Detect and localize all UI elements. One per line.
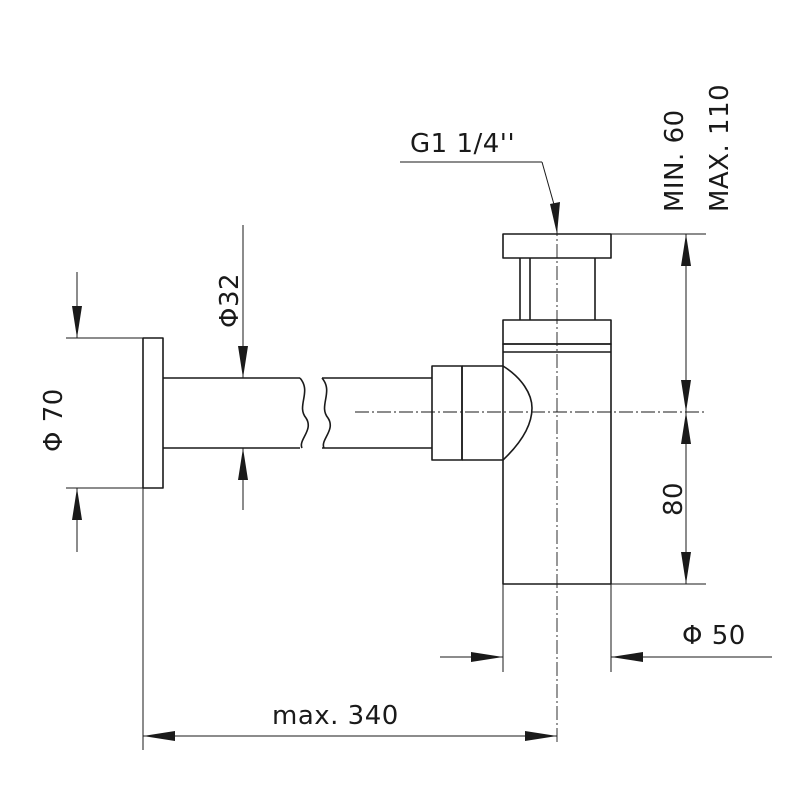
thread-label: G1 1/4'' (410, 129, 515, 159)
adjust-min-label: MIN. 60 (660, 109, 690, 212)
dimension-pipe-diameter (238, 225, 248, 510)
outlet-nut (431, 365, 463, 461)
dimension-flange-diameter (66, 272, 143, 552)
dimension-max-length (142, 488, 557, 750)
max-length-label: max. 340 (272, 701, 399, 731)
pipe-diameter-label: Φ32 (215, 273, 245, 328)
dimension-height-adjust (611, 233, 706, 412)
trap-body (462, 343, 612, 585)
dimension-thread (400, 161, 560, 234)
wall-flange (142, 337, 164, 489)
trap-height-label: 80 (659, 482, 689, 516)
adjust-max-label: MAX. 110 (705, 84, 735, 212)
dimension-body-diameter (440, 584, 772, 672)
outlet-pipe (163, 377, 432, 449)
flange-diameter-label: Φ 70 (39, 388, 69, 452)
body-diameter-label: Φ 50 (682, 621, 746, 651)
dimension-trap-height (611, 412, 706, 585)
